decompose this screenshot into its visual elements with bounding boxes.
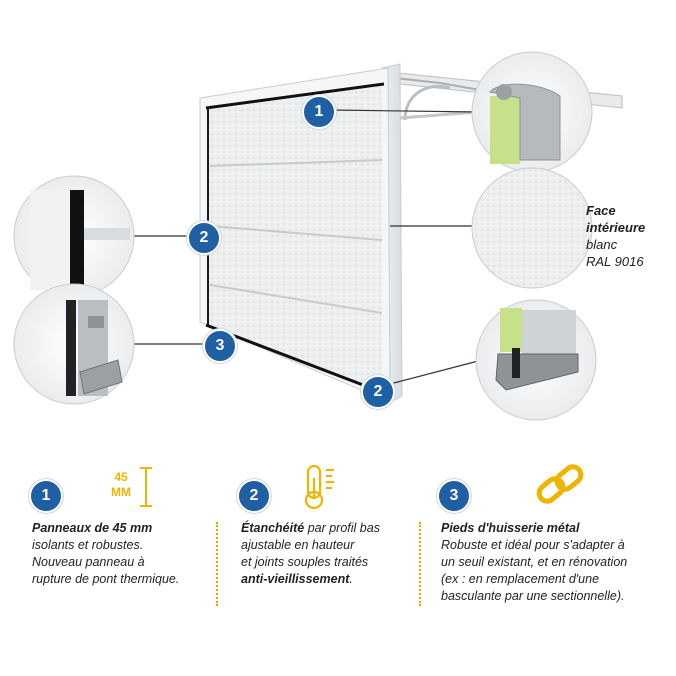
feature-2-line-2: et joints souples traités <box>241 555 369 569</box>
feature-3-line-3: (ex : en remplacement d'une <box>441 572 600 586</box>
face-label-line3: blanc <box>586 237 618 252</box>
callout-lines <box>130 109 483 385</box>
feature-2-bold-line: anti-vieillissement <box>241 572 350 586</box>
detail-circle-bottom-seal <box>475 299 597 421</box>
chain-link-icon <box>536 464 584 504</box>
callout-badge-2-bottom: 2 <box>361 375 395 409</box>
separator-2 <box>419 522 421 606</box>
feature-1-line-1: isolants et robustes. <box>32 538 144 552</box>
feature-1-line-2: Nouveau panneau à <box>32 555 145 569</box>
callout-badge-2-left: 2 <box>187 221 221 255</box>
interior-face-label: Face intérieure blanc RAL 9016 <box>586 202 645 270</box>
feature-3-line-2: un seuil existant, et en rénovation <box>441 555 628 569</box>
feature-2-text: Étanchéité par profil bas ajustable en h… <box>241 520 411 588</box>
callout-badge-3: 3 <box>203 329 237 363</box>
feature-badge-1: 1 <box>29 479 63 513</box>
feature-1-text: Panneaux de 45 mm isolants et robustes. … <box>32 520 222 588</box>
face-label-line4: RAL 9016 <box>586 254 644 269</box>
feature-badge-3: 3 <box>437 479 471 513</box>
detail-circle-texture <box>471 167 593 289</box>
feature-2-bold-line-end: . <box>349 572 353 586</box>
feature-badge-2: 2 <box>237 479 271 513</box>
callout-badge-1: 1 <box>302 95 336 129</box>
thickness-label: 45 MM <box>104 467 150 507</box>
separator-1 <box>216 522 218 606</box>
thickness-unit: MM <box>111 485 131 499</box>
feature-2-title-rest: par profil bas <box>304 521 380 535</box>
feature-2-line-1: ajustable en hauteur <box>241 538 355 552</box>
thickness-45mm-icon <box>140 467 152 507</box>
feature-2-title: Étanchéité <box>241 521 305 535</box>
feature-3-title: Pieds d'huisserie métal <box>441 521 580 535</box>
feature-3-text: Pieds d'huisserie métal Robuste et idéal… <box>441 520 671 605</box>
detail-circle-top-rail <box>471 51 593 173</box>
feature-1-title: Panneaux de 45 mm <box>32 521 153 535</box>
thickness-value: 45 <box>114 470 128 484</box>
detail-circle-frame-foot <box>13 283 135 405</box>
face-label-line1: Face <box>586 203 616 218</box>
feature-3-line-1: Robuste et idéal pour s'adapter à <box>441 538 625 552</box>
feature-3-line-4: basculante par une sectionnelle). <box>441 589 625 603</box>
feature-1-line-3: rupture de pont thermique. <box>32 572 180 586</box>
face-label-line2: intérieure <box>586 220 646 235</box>
door-panel <box>205 82 385 395</box>
thermometer-icon <box>304 464 334 510</box>
detail-circle-side-seal <box>13 175 135 297</box>
